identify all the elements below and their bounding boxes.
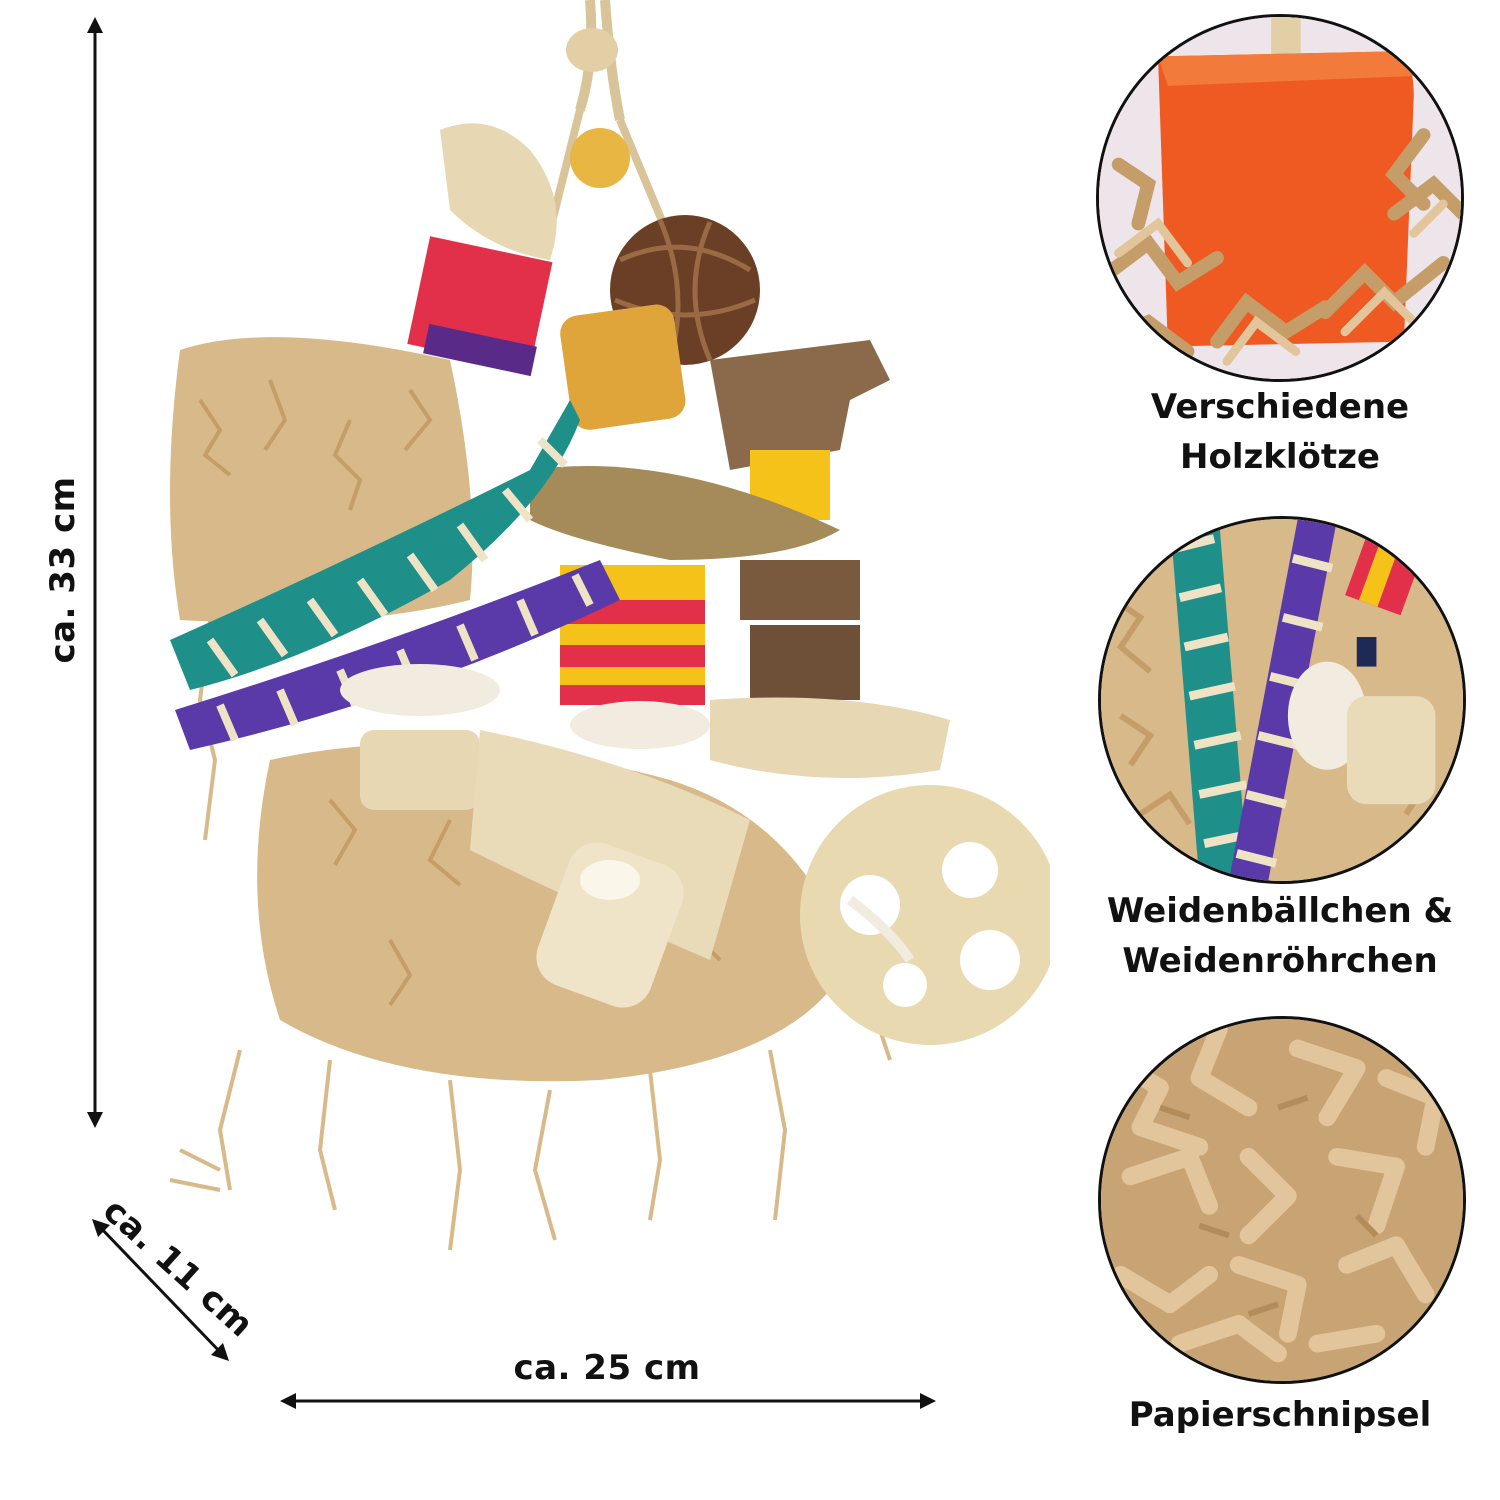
width-label: ca. 25 cm [513,1348,701,1388]
width-dimension-arrow [280,1393,936,1409]
wooden-block-caption: Verschiedene Holzklötze [1070,382,1490,482]
bird-toy-photo [169,0,1050,1251]
height-label: ca. 33 cm [43,476,83,664]
paper-shreds-detail-image [1098,1016,1466,1384]
caption-line: Papierschnipsel [1128,1395,1432,1435]
woven-tubes-detail-image [1098,516,1466,884]
height-dimension-arrow [87,17,103,1128]
caption-line: Verschiedene [1150,387,1410,427]
wooden-block-detail-image [1096,14,1464,382]
caption-line: Weidenbällchen & [1106,891,1454,931]
woven-tubes-caption: Weidenbällchen & Weidenröhrchen [1070,886,1490,986]
depth-dimension-arrow [92,1219,229,1361]
paper-shreds-caption: Papierschnipsel [1070,1390,1490,1440]
caption-line: Weidenröhrchen [1122,941,1438,981]
caption-line: Holzklötze [1180,437,1380,477]
